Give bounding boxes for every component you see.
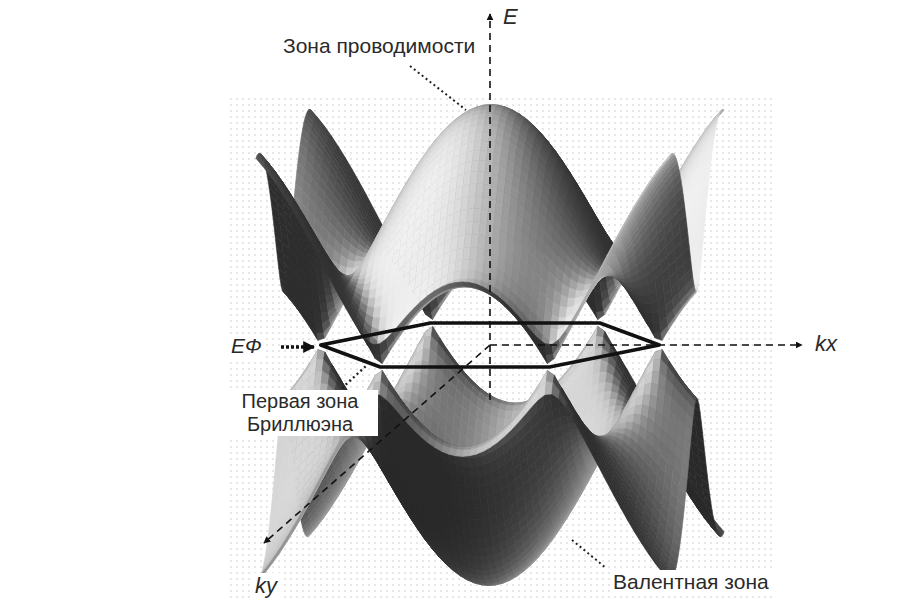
band-structure-illustration [0,0,900,606]
figure-stage: EЗона проводимостиEФkxПервая зона Бриллю… [0,0,900,606]
